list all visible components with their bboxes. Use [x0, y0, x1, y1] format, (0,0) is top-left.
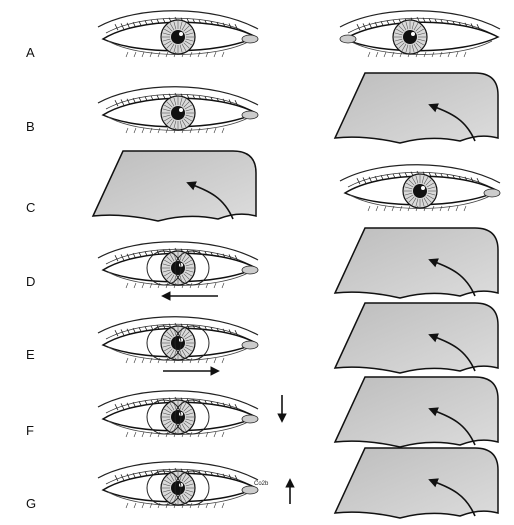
row-label-e: E — [26, 347, 35, 362]
occluder-card-right-b — [335, 73, 498, 143]
occluder-card-right-f — [335, 377, 498, 447]
eye-right-c — [340, 165, 500, 211]
occluder-card-right-g — [335, 448, 498, 518]
eye-left-e — [98, 317, 258, 363]
occluder-card-right-d — [335, 228, 498, 298]
eye-left-g — [98, 462, 258, 508]
row-label-g: G — [26, 496, 36, 511]
eye-left-f — [98, 391, 258, 437]
occluder-card-left-c — [93, 151, 256, 221]
eye-left-a — [98, 11, 258, 57]
eye-left-d — [98, 242, 258, 288]
row-label-f: F — [26, 423, 34, 438]
figure-credit: Co2b — [254, 481, 269, 487]
eye-right-a — [340, 11, 500, 57]
row-label-a: A — [26, 45, 35, 60]
occluder-card-right-e — [335, 303, 498, 373]
row-label-c: C — [26, 200, 35, 215]
row-label-b: B — [26, 119, 35, 134]
row-label-d: D — [26, 274, 35, 289]
eye-left-b — [98, 87, 258, 133]
